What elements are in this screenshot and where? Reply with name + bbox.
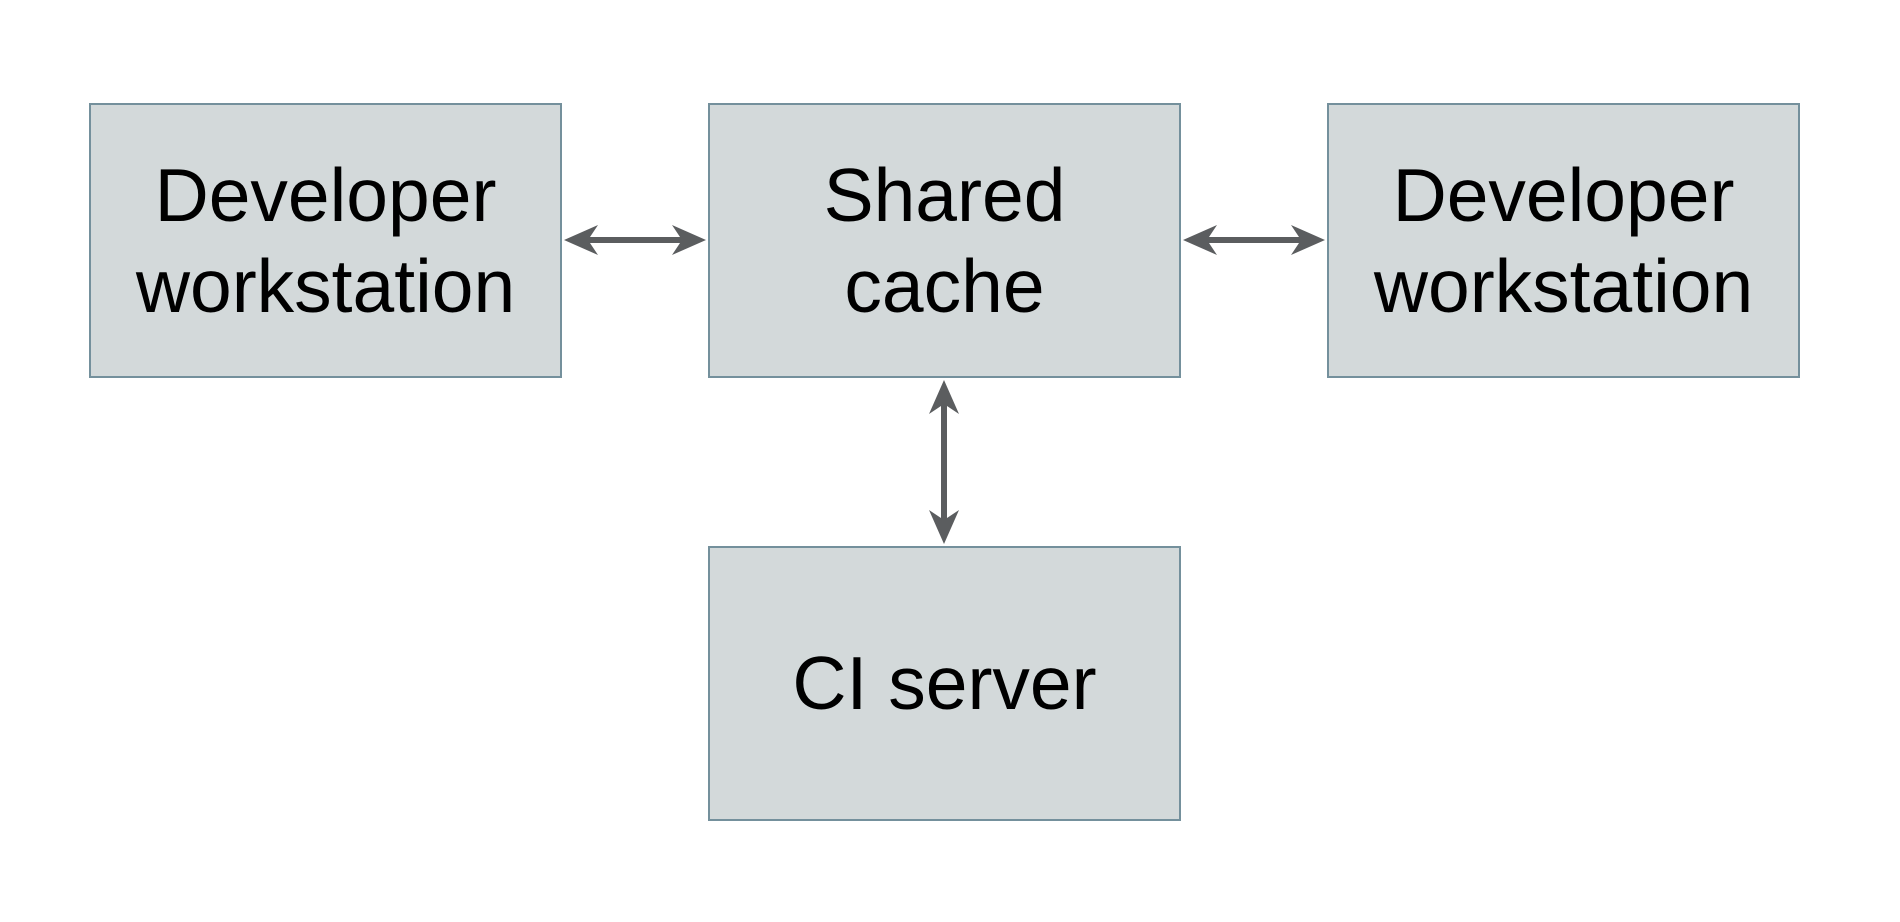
node-label-developer-workstation-right: Developer workstation [1373, 152, 1754, 328]
node-label-shared-cache: Shared cache [823, 152, 1066, 328]
node-ci-server: CI server [708, 546, 1181, 821]
node-shared-cache: Shared cache [708, 103, 1181, 378]
node-developer-workstation-left: Developer workstation [89, 103, 562, 378]
node-developer-workstation-right: Developer workstation [1327, 103, 1800, 378]
node-label-ci-server: CI server [792, 641, 1097, 725]
bidirectional-arrow-shared-cache-right-workstation [1181, 220, 1327, 260]
node-label-developer-workstation-left: Developer workstation [135, 152, 516, 328]
bidirectional-arrow-shared-cache-ci-server [924, 378, 964, 546]
bidirectional-arrow-left-workstation-shared-cache [562, 220, 708, 260]
